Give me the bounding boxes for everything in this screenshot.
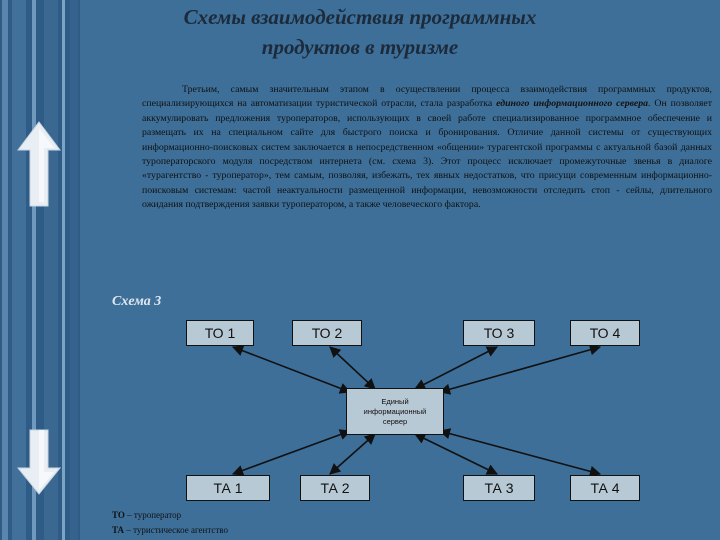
edge-to3-server (414, 346, 498, 390)
edge-ta4-server (438, 428, 602, 477)
node-to-4: ТО 4 (570, 320, 640, 346)
decorative-sidebar (0, 0, 80, 540)
legend-text-to: – туроператор (124, 510, 182, 520)
paragraph-bold-term: единого информационного сервера (496, 98, 649, 110)
node-ta-3: ТА 3 (463, 475, 535, 501)
arrow-up-icon[interactable] (16, 118, 62, 208)
sidebar-stripe (32, 0, 36, 540)
edge-to4-server (438, 344, 602, 395)
node-ta-1: ТА 1 (186, 475, 270, 501)
scheme-label: Схема 3 (112, 294, 162, 309)
sidebar-stripe (70, 0, 78, 540)
sidebar-stripe (62, 0, 65, 540)
paragraph-text-start: Третьим, самым значительным этапом в осу… (142, 84, 712, 110)
edge-to1-server (231, 345, 352, 394)
title-line-1: Схемы взаимодействия программных (183, 5, 537, 29)
title-line-2: продуктов в туризме (261, 35, 459, 59)
edge-ta2-server (329, 433, 376, 475)
legend-text-ta: – туристическое агентство (124, 525, 228, 535)
node-to-3: ТО 3 (463, 320, 535, 346)
node-information-server: Единый информационный сервер (346, 388, 444, 435)
node-to-2: ТО 2 (292, 320, 362, 346)
node-ta-2: ТА 2 (300, 475, 370, 501)
sidebar-stripe (12, 0, 26, 540)
legend-item-to: ТО – туроператор (112, 508, 228, 523)
legend-item-ta: ТА – туристическое агентство (112, 523, 228, 538)
legend-abbr-to: ТО (112, 510, 125, 520)
sidebar-stripe (2, 0, 8, 540)
description-paragraph: Третьим, самым значительным этапом в осу… (142, 83, 712, 213)
node-ta-4: ТА 4 (570, 475, 640, 501)
slide-title: Схемы взаимодействия программных продукт… (110, 2, 610, 62)
legend: ТО – туроператор ТА – туристическое аген… (112, 508, 228, 538)
paragraph-text-end: . Он позволяет аккумулировать предложени… (142, 98, 713, 211)
node-to-1: ТО 1 (186, 320, 254, 346)
edge-to2-server (329, 346, 376, 390)
legend-abbr-ta: ТА (112, 525, 125, 535)
arrow-down-icon[interactable] (16, 428, 62, 496)
edge-ta1-server (231, 429, 352, 476)
edge-ta3-server (413, 433, 499, 475)
